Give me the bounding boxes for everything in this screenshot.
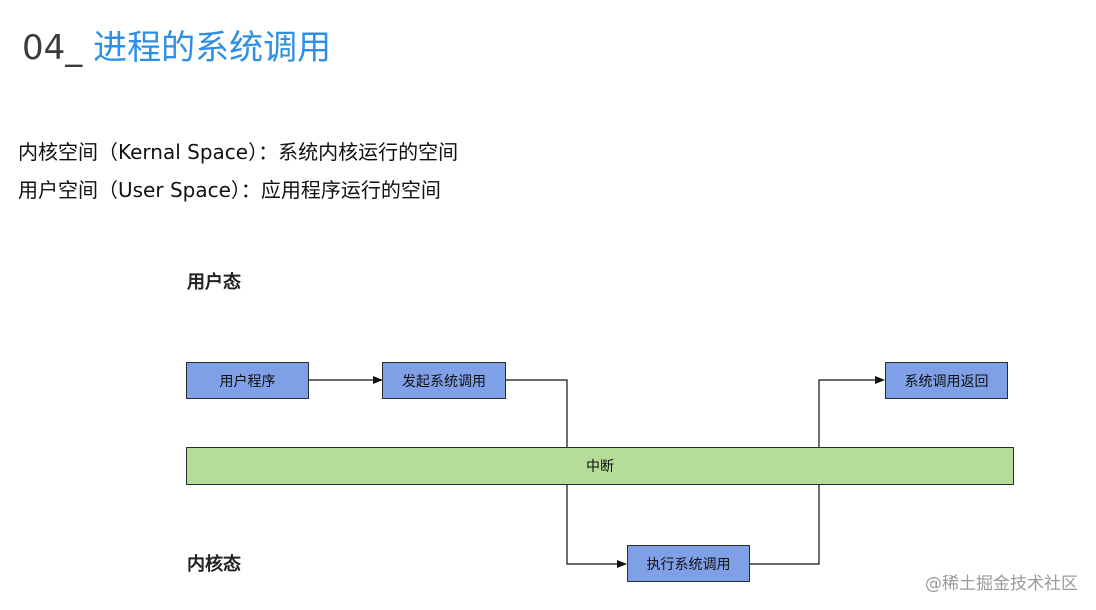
kernel-mode-label: 内核态 [187, 554, 241, 575]
interrupt-band: 中断 [186, 447, 1014, 485]
node-user-program: 用户程序 [186, 362, 309, 399]
kernel-space-description: 内核空间（Kernal Space）：系统内核运行的空间 [18, 140, 459, 164]
user-space-description: 用户空间（User Space）：应用程序运行的空间 [18, 178, 441, 202]
node-syscall-return: 系统调用返回 [885, 362, 1008, 399]
node-execute-syscall: 执行系统调用 [627, 545, 750, 582]
user-mode-label: 用户态 [187, 272, 241, 293]
title-number: 04_ [22, 28, 83, 68]
title-text: 进程的系统调用 [93, 28, 332, 68]
page-title: 04_ 进程的系统调用 [22, 26, 331, 70]
site-watermark: @稀土掘金技术社区 [925, 574, 1078, 594]
node-initiate-syscall: 发起系统调用 [382, 362, 506, 399]
